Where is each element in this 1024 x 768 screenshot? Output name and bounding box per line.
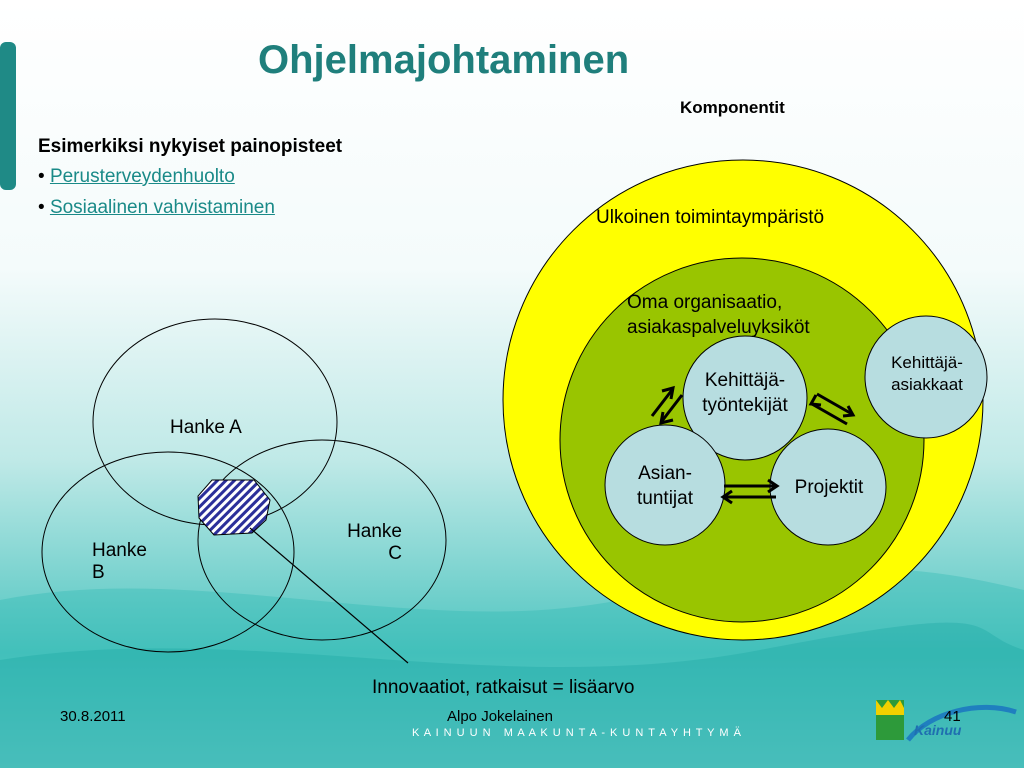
background-wave-2 [0, 622, 1024, 768]
page-title: Ohjelmajohtaminen [258, 38, 630, 82]
example-heading: Esimerkiksi nykyiset painopisteet [38, 136, 343, 157]
venn-intersection [197, 479, 271, 536]
venn-circle-c [197, 439, 447, 641]
venn-label-c: Hanke C [330, 521, 402, 565]
venn-label-b-line1: Hanke [92, 540, 147, 561]
venn-label-a: Hanke A [170, 417, 242, 438]
left-accent-bar [0, 42, 16, 190]
footer-author: Alpo Jokelainen [447, 708, 553, 725]
inner-circle-label-line2: asiakaspalveluyksiköt [627, 316, 810, 338]
dev-clients-label-line1: Kehittäjä- [891, 353, 963, 372]
bullet-item: • Sosiaalinen vahvistaminen [38, 197, 275, 219]
arrow-experts-projects [720, 478, 780, 505]
pointer-line [249, 527, 409, 664]
footer-page-number: 41 [944, 708, 961, 725]
components-label: Komponentit [680, 98, 785, 117]
dev-staff-label-line1: Kehittäjä- [704, 370, 786, 391]
dev-clients-label-line2: asiakkaat [891, 375, 963, 395]
venn-caption: Innovaatiot, ratkaisut = lisäarvo [372, 677, 635, 698]
venn-label-c-line2: C [388, 543, 402, 564]
venn-label-b-line2: B [92, 562, 105, 583]
dev-staff-label-line2: työntekijät [702, 394, 788, 416]
venn-label-b: Hanke B [92, 540, 147, 584]
inner-circle-label: Oma organisaatio, asiakaspalveluyksiköt [627, 291, 810, 340]
dev-clients-label: Kehittäjä- asiakkaat [870, 352, 984, 396]
components-diagram [502, 159, 988, 641]
link-perusterveydenhuolto[interactable]: Perusterveydenhuolto [49, 166, 235, 187]
venn-label-c-line1: Hanke [347, 521, 402, 542]
bullet-item: • Perusterveydenhuolto [38, 166, 235, 188]
outer-circle-label: Ulkoinen toimintaympäristö [596, 207, 825, 228]
experts-label: Asian- tuntijat [610, 462, 720, 511]
kainuu-logo [876, 700, 1017, 742]
venn-diagram [41, 318, 447, 664]
experts-label-line2: tuntijat [637, 487, 693, 509]
link-sosiaalinen-vahvistaminen[interactable]: Sosiaalinen vahvistaminen [49, 197, 275, 218]
dev-staff-circle [682, 335, 808, 461]
footer-date: 30.8.2011 [60, 708, 126, 725]
arrow-experts-devstaff [650, 385, 684, 426]
dev-clients-circle [864, 315, 988, 439]
venn-circle-b [41, 451, 295, 653]
arrow-devstaff-devclients [808, 392, 856, 426]
bullet-marker: • [38, 197, 45, 218]
projects-label: Projektit [794, 477, 864, 498]
bullet-marker: • [38, 166, 45, 187]
dev-staff-label: Kehittäjä- työntekijät [680, 369, 810, 418]
experts-label-line1: Asian- [638, 463, 692, 484]
footer-org-name: K A I N U U N M A A K U N T A - K U N T … [412, 727, 742, 739]
inner-circle-label-line1: Oma organisaatio, [627, 292, 783, 313]
logo-text: Kainuu [914, 722, 962, 738]
